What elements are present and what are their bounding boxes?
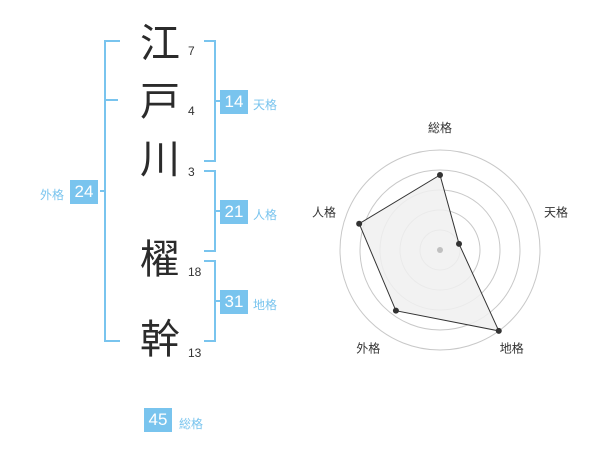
jinkaku-connector <box>214 210 222 212</box>
radar-axis-label-5: 人格 <box>312 204 336 219</box>
name-char-5: 幹 <box>140 317 180 363</box>
stroke-count-2: 4 <box>188 104 195 118</box>
tenkaku-connector <box>214 100 222 102</box>
soukaku-label: 総格 <box>179 417 204 431</box>
radar-point-4 <box>392 307 399 314</box>
stroke-count-3: 3 <box>188 165 195 179</box>
tenkaku-label: 天格 <box>253 98 278 112</box>
soukaku-value: 45 <box>144 408 172 432</box>
jinkaku-value: 21 <box>220 200 248 224</box>
name-char-1: 江 <box>140 21 180 67</box>
gaikaku-value: 24 <box>70 180 98 204</box>
radar-axis-label-1: 総格 <box>428 120 452 135</box>
radar-point-3 <box>495 327 502 334</box>
stroke-count-4: 18 <box>188 265 202 279</box>
name-char-3: 川 <box>140 137 180 183</box>
gaikaku-label: 外格 <box>40 188 65 202</box>
radar-axis-label-4: 外格 <box>356 341 380 356</box>
radar-point-5 <box>356 220 363 227</box>
chikaku-value: 31 <box>220 290 248 314</box>
chikaku-label: 地格 <box>253 298 278 312</box>
radar-points <box>356 172 502 334</box>
radar-ring-4 <box>359 169 521 331</box>
radar-axis-label-2: 天格 <box>544 204 568 219</box>
name-char-4: 櫂 <box>140 237 180 283</box>
radar-point-1 <box>437 172 443 178</box>
radar-point-2 <box>456 240 463 247</box>
jinkaku-label: 人格 <box>253 208 278 222</box>
tenkaku-value: 14 <box>220 90 248 114</box>
radar-area <box>358 174 500 332</box>
name-char-2: 戸 <box>140 79 180 125</box>
gaikaku-tick-mid <box>104 99 118 101</box>
radar-center <box>437 247 443 253</box>
stroke-count-5: 13 <box>188 346 202 360</box>
stroke-count-1: 7 <box>188 44 195 58</box>
chikaku-connector <box>214 300 222 302</box>
gaikaku-bracket <box>104 40 120 342</box>
radar-axis-label-3: 地格 <box>500 341 524 356</box>
gaikaku-connector <box>100 190 106 192</box>
